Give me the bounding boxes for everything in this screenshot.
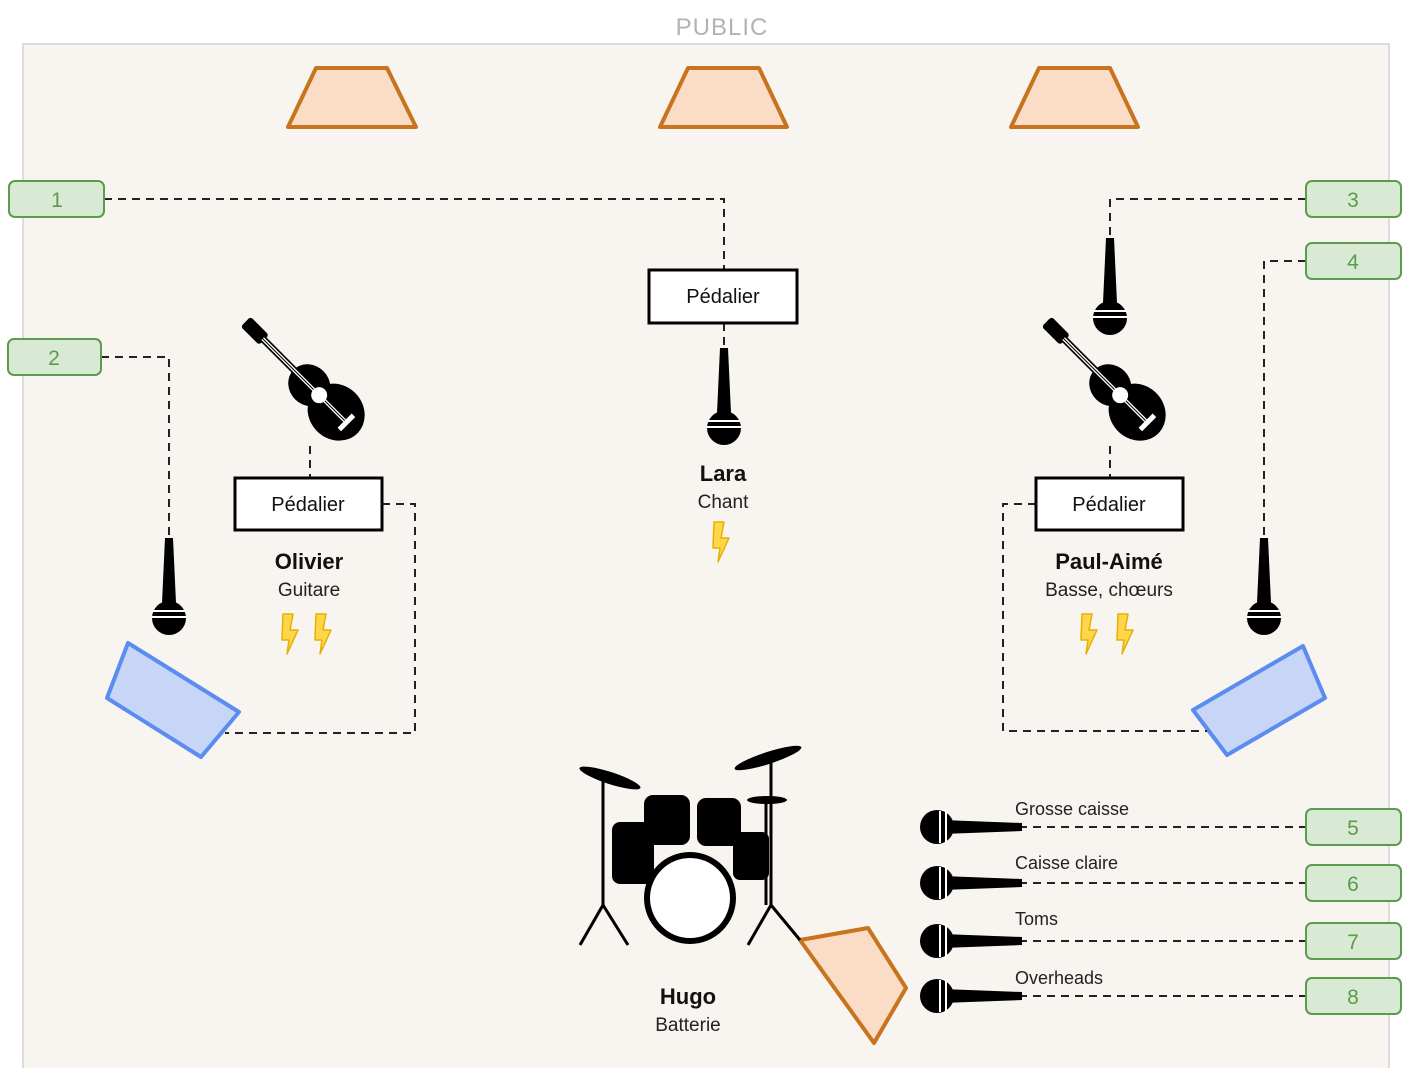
drum-mic-label: Overheads <box>1015 968 1103 988</box>
cable-channel-2 <box>101 356 170 540</box>
cable-channel-3 <box>1109 198 1306 248</box>
wedge-monitor-icon <box>658 66 789 129</box>
pedalboard-olivier[interactable]: Pédalier <box>233 476 384 532</box>
channel-7[interactable]: 7 <box>1305 922 1402 960</box>
cable-channel-1 <box>104 198 725 270</box>
bass-amp-icon <box>1191 644 1327 757</box>
cables <box>101 198 1306 997</box>
svg-text:1: 1 <box>51 189 63 212</box>
wedge-monitor-icon <box>286 66 418 129</box>
channel-8[interactable]: 8 <box>1305 977 1402 1015</box>
drum-mic-label: Grosse caisse <box>1015 799 1129 819</box>
guitar-amp-icon <box>105 641 241 759</box>
musician-name: Paul-Aimé <box>1055 549 1163 574</box>
svg-text:3: 3 <box>1347 189 1359 212</box>
channel-5[interactable]: 5 <box>1305 808 1402 846</box>
cable-paul-amp <box>1002 503 1207 732</box>
drum-mic-label: Caisse claire <box>1015 853 1118 873</box>
pedalboard-lara[interactable]: Pédalier <box>647 268 799 325</box>
svg-text:5: 5 <box>1347 817 1359 840</box>
drum-kit-icon <box>578 745 802 946</box>
musician-name: Lara <box>700 461 747 486</box>
svg-text:4: 4 <box>1347 251 1359 274</box>
channel-4[interactable]: 4 <box>1305 242 1402 280</box>
musician-name: Olivier <box>275 549 344 574</box>
svg-text:6: 6 <box>1347 873 1359 896</box>
svg-text:8: 8 <box>1347 986 1359 1009</box>
wedge-monitor-icon <box>798 926 908 1045</box>
channel-1[interactable]: 1 <box>8 180 105 218</box>
musician-role: Basse, chœurs <box>1045 580 1173 601</box>
cable-channel-4 <box>1263 260 1306 540</box>
cable-olivier-amp <box>225 503 416 734</box>
svg-text:7: 7 <box>1347 931 1359 954</box>
svg-text:Pédalier: Pédalier <box>271 494 345 516</box>
musician-role: Batterie <box>655 1015 720 1036</box>
musician-name: Hugo <box>660 984 716 1009</box>
wedge-monitor-icon <box>1009 66 1140 129</box>
drum-mic-label: Toms <box>1015 909 1058 929</box>
channel-3[interactable]: 3 <box>1305 180 1402 218</box>
musician-role: Chant <box>698 492 749 513</box>
channel-2[interactable]: 2 <box>7 338 102 376</box>
musician-role: Guitare <box>278 580 340 601</box>
svg-text:2: 2 <box>48 347 60 370</box>
svg-text:Pédalier: Pédalier <box>1072 494 1146 516</box>
pedalboard-paul-aime[interactable]: Pédalier <box>1034 476 1185 532</box>
audience-label: PUBLIC <box>676 14 769 41</box>
svg-text:Pédalier: Pédalier <box>686 286 760 308</box>
channel-6[interactable]: 6 <box>1305 864 1402 902</box>
